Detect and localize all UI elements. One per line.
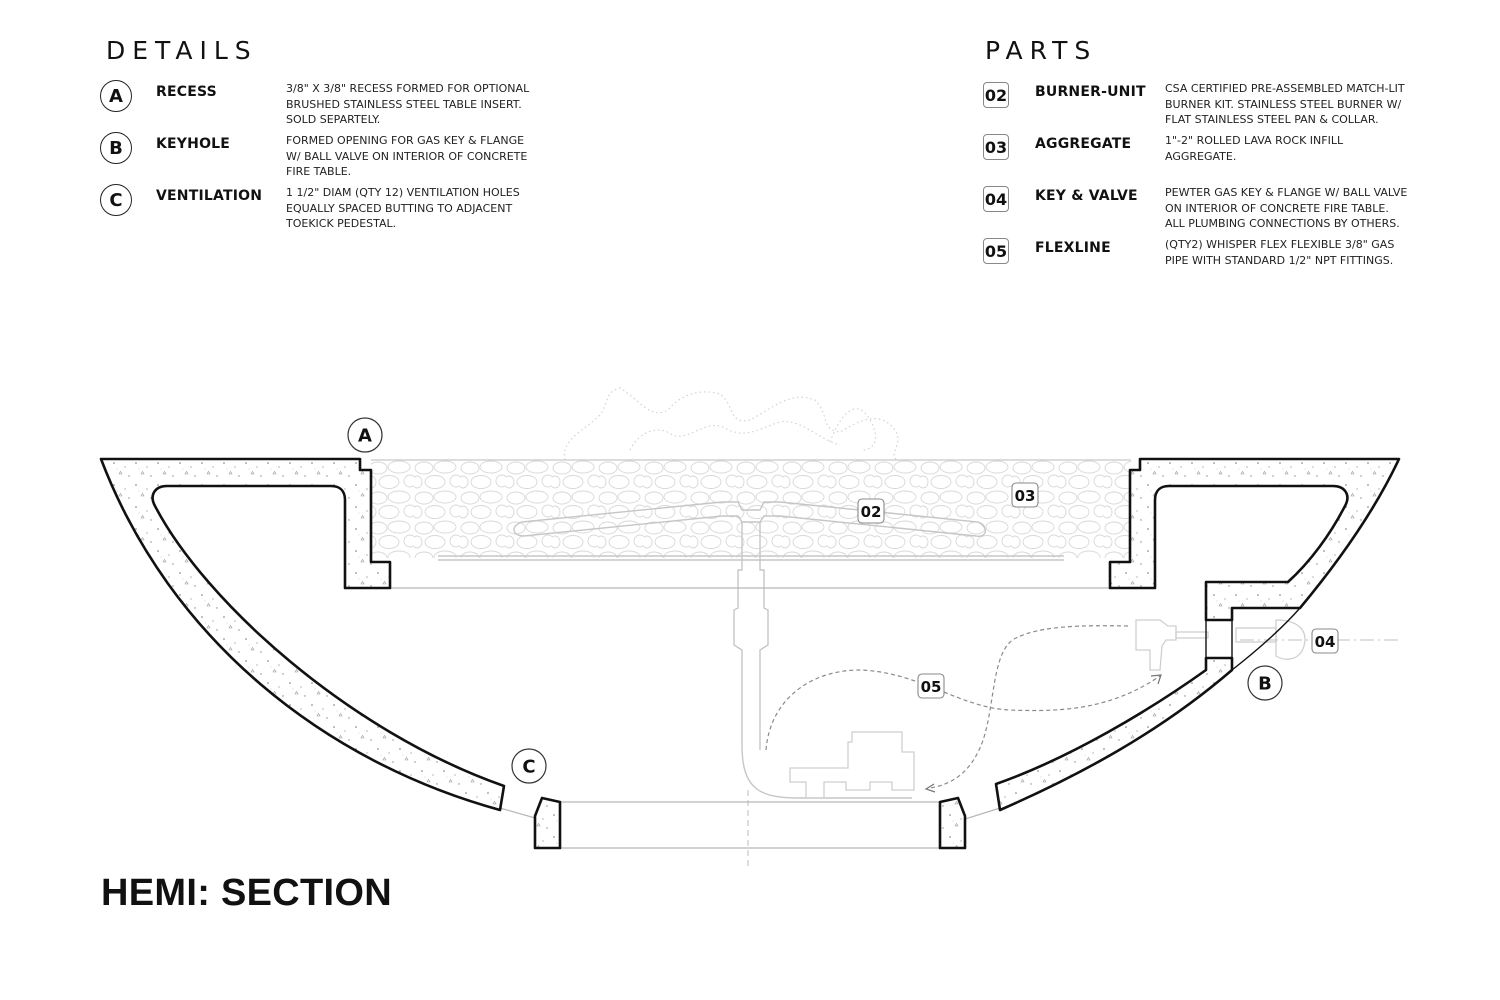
callout-04: 04	[1311, 628, 1339, 654]
callout-c: C	[511, 748, 547, 784]
valve-assembly-ghost	[789, 619, 1306, 799]
detail-name: KEYHOLE	[156, 136, 231, 152]
part-name: FLEXLINE	[1035, 240, 1111, 256]
aggregate-infill	[371, 460, 1131, 558]
part-description: (QTY2) WHISPER FLEX FLEXIBLE 3/8" GAS PI…	[1165, 238, 1395, 267]
detail-name: RECESS	[156, 84, 217, 100]
keyhole-edge	[1231, 607, 1301, 671]
part-marker: 05	[983, 238, 1009, 264]
callout-02: 02	[857, 498, 885, 524]
part-name: BURNER-UNIT	[1035, 84, 1146, 100]
pedestal-right	[938, 796, 967, 850]
callout-05-label: 05	[921, 678, 942, 696]
part-description: PEWTER GAS KEY & FLANGE W/ BALL VALVE ON…	[1165, 186, 1408, 231]
detail-name: VENTILATION	[156, 188, 263, 204]
parts-panel: PARTS 02 BURNER-UNIT CSA CERTIFIED PRE-A…	[983, 36, 1413, 280]
callout-02-label: 02	[861, 503, 882, 521]
callout-03-label: 03	[1015, 487, 1036, 505]
details-heading: DETAILS	[106, 36, 258, 65]
detail-description: 1 1/2" DIAM (QTY 12) VENTILATION HOLES E…	[286, 186, 520, 231]
bowl-shell-right-lower	[994, 656, 1234, 812]
pedestal-ghost-lines	[390, 587, 1110, 849]
flexline-arrow	[1150, 674, 1162, 685]
drawing-title: HEMI: SECTION	[101, 872, 393, 914]
flexline-arrow	[924, 783, 936, 793]
flexline-paths	[765, 625, 1161, 789]
bowl-shell-left	[99, 457, 506, 812]
callout-b-label: B	[1258, 674, 1272, 695]
part-marker: 04	[983, 186, 1009, 212]
callout-c-label: C	[522, 757, 535, 778]
part-description: CSA CERTIFIED PRE-ASSEMBLED MATCH-LIT BU…	[1165, 82, 1405, 127]
details-panel: DETAILS A RECESS 3/8" x 3/8" RECESS FORM…	[100, 36, 540, 240]
detail-marker: C	[100, 184, 132, 216]
part-description: 1"-2" ROLLED LAVA ROCK INFILL AGGREGATE.	[1165, 134, 1344, 163]
detail-marker: A	[100, 80, 132, 112]
section-drawing: A B C 02 03 04 05	[99, 387, 1401, 866]
bowl-shell-right	[1108, 457, 1401, 622]
callout-a-label: A	[358, 426, 372, 447]
part-marker: 02	[983, 82, 1009, 108]
callout-04-label: 04	[1315, 633, 1336, 651]
detail-description: FORMED OPENING FOR GAS KEY & FLANGE W/ B…	[286, 134, 528, 179]
callout-03: 03	[1011, 482, 1039, 508]
part-name: KEY & VALVE	[1035, 188, 1138, 204]
flame-ghost	[563, 387, 901, 463]
part-marker: 03	[983, 134, 1009, 160]
detail-description: 3/8" x 3/8" RECESS FORMED FOR OPTIONAL B…	[286, 82, 530, 127]
parts-heading: PARTS	[985, 36, 1098, 65]
burner-unit	[438, 501, 1064, 799]
callout-05: 05	[917, 673, 945, 699]
callout-a: A	[347, 417, 383, 453]
detail-marker: B	[100, 132, 132, 164]
part-name: AGGREGATE	[1035, 136, 1132, 152]
callout-b: B	[1247, 665, 1283, 701]
pedestal-left	[533, 796, 562, 850]
